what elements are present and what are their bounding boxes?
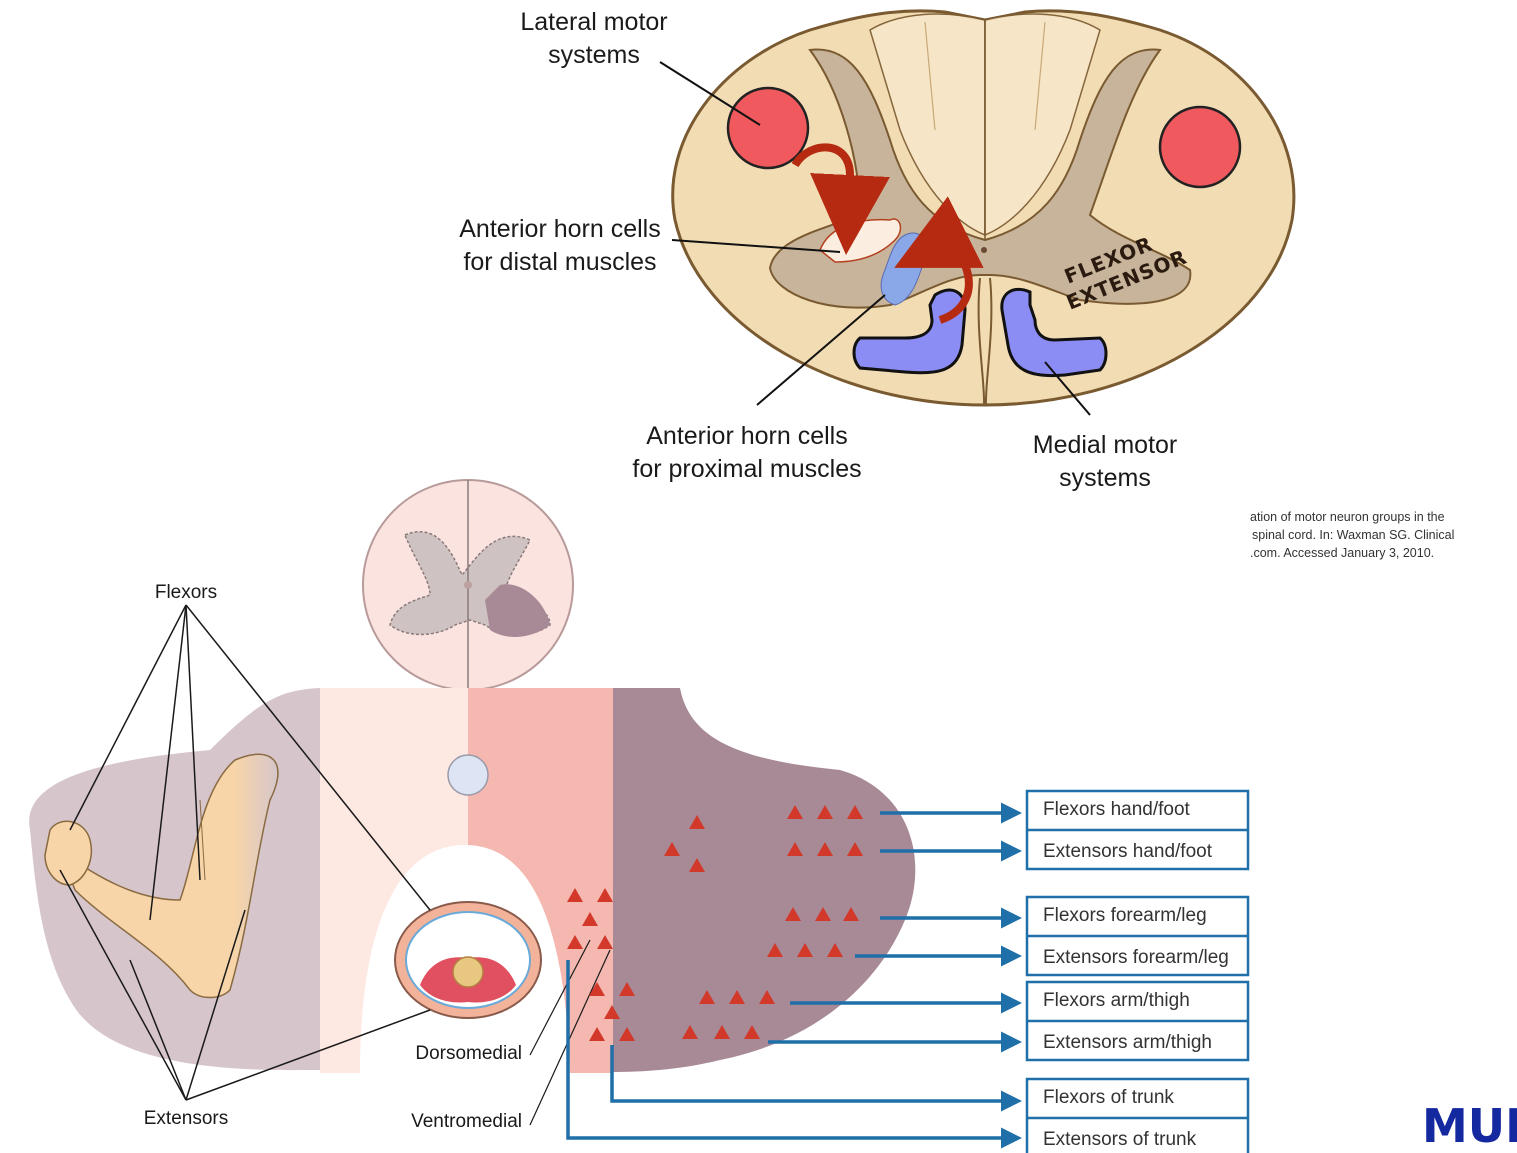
central-canal <box>981 247 987 253</box>
lateral-tract-left <box>728 88 808 168</box>
box-extensors-forearm-leg: Extensors forearm/leg <box>1043 947 1229 968</box>
proximal-ahc-label-2: for proximal muscles <box>632 455 861 483</box>
lateral-motor-label-2: systems <box>548 41 640 69</box>
box-flexors-forearm-leg: Flexors forearm/leg <box>1043 905 1207 926</box>
box-flexors-of-trunk: Flexors of trunk <box>1043 1087 1174 1108</box>
lateral-tract-right <box>1160 107 1240 187</box>
box-flexors-arm-thigh: Flexors arm/thigh <box>1043 990 1190 1011</box>
box-extensors-arm-thigh: Extensors arm/thigh <box>1043 1032 1212 1053</box>
body-section-spine <box>453 957 483 987</box>
citation-line-3: .com. Accessed January 3, 2010. <box>1250 546 1434 560</box>
citation-line-2: spinal cord. In: Waxman SG. Clinical <box>1252 528 1454 542</box>
extensors-label: Extensors <box>144 1108 228 1129</box>
dorsomedial-label: Dorsomedial <box>415 1043 522 1064</box>
ventromedial-label: Ventromedial <box>411 1111 522 1132</box>
box-extensors-of-trunk: Extensors of trunk <box>1043 1129 1197 1150</box>
box-flexors-hand-foot: Flexors hand/foot <box>1043 799 1191 820</box>
box-extensors-hand-foot: Extensors hand/foot <box>1043 841 1213 862</box>
mini-canal <box>464 581 472 589</box>
central-canal-large <box>448 755 488 795</box>
mum-logo: MUM <box>1422 1099 1517 1153</box>
proximal-ahc-label-1: Anterior horn cells <box>646 422 847 450</box>
citation-line-1: ation of motor neuron groups in the <box>1250 510 1445 524</box>
medial-motor-label-1: Medial motor <box>1033 431 1178 459</box>
distal-ahc-label-1: Anterior horn cells <box>459 215 660 243</box>
band-lateral-right <box>613 688 915 1072</box>
spinal-cord-cross-section: FLEXOR EXTENSOR <box>660 11 1294 415</box>
lateral-motor-label-1: Lateral motor <box>520 8 667 36</box>
medial-motor-label-2: systems <box>1059 464 1151 492</box>
distal-ahc-label-2: for distal muscles <box>463 248 656 276</box>
flexors-label: Flexors <box>155 582 217 603</box>
